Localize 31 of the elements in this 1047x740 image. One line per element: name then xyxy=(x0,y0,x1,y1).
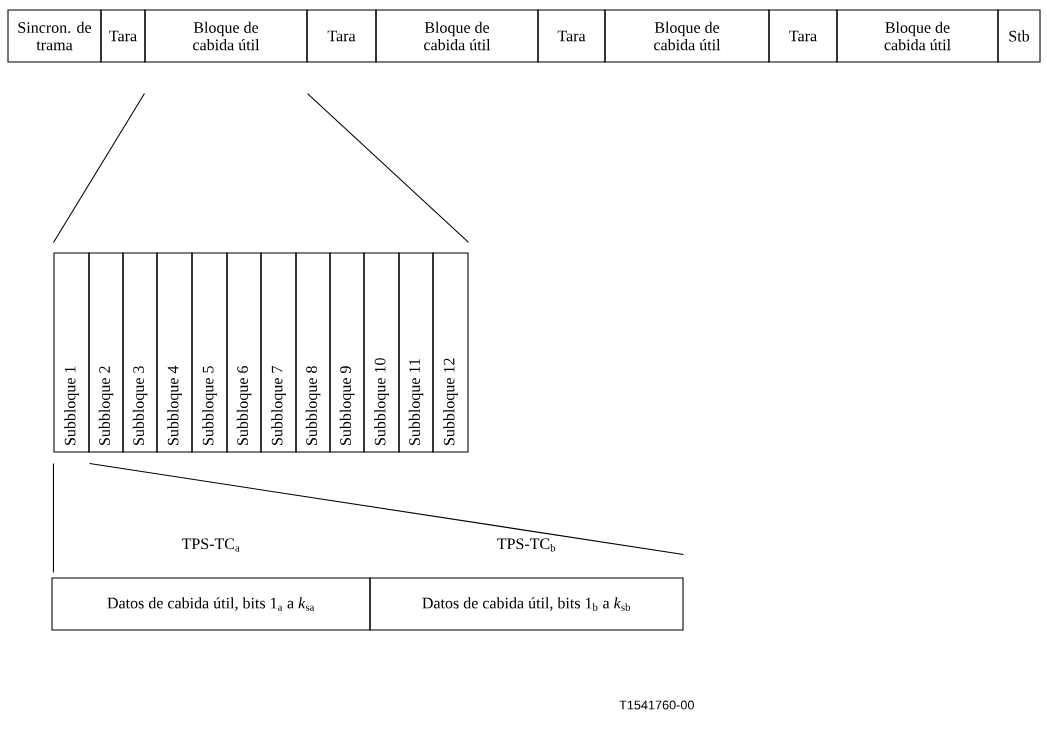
frame-cell: Stb xyxy=(997,9,1041,63)
data-cell: Datos de cabida útil, bits 1$_{b}$ a k$_{sb}$ xyxy=(369,577,684,631)
frame-cell: Tara xyxy=(100,9,146,63)
data-cell: Datos de cabida útil, bits 1$_{a}$ a k$_{sa}$ xyxy=(51,577,371,631)
subblock-cell: Subbloque 2 xyxy=(88,252,124,453)
heading: TPS-TC$_{b}$ xyxy=(497,538,556,552)
frame-cell: Tara xyxy=(768,9,838,63)
subblock-cell: Subbloque 4 xyxy=(156,252,193,453)
frame-cell: Bloque de cabida útil xyxy=(604,9,770,63)
subblock-cell: Subbloque 11 xyxy=(398,252,434,453)
subblock-cell: Subbloque 10 xyxy=(363,252,400,453)
heading: TPS-TC$_{a}$ xyxy=(181,538,240,552)
frame-cell: Bloque de cabida útil xyxy=(375,9,539,63)
subblock-cell: Subbloque 1 xyxy=(53,252,90,453)
expansion-line xyxy=(52,93,145,243)
frame-cell: Tara xyxy=(306,9,377,63)
frame-cell: Bloque de cabida útil xyxy=(836,9,999,63)
subblock-cell: Subbloque 12 xyxy=(432,252,469,453)
subblock-cell: Subbloque 7 xyxy=(260,252,297,453)
subblock-cell: Subbloque 8 xyxy=(295,252,331,453)
expansion-line xyxy=(52,463,54,573)
subblock-cell: Subbloque 9 xyxy=(329,252,365,453)
subblock-cell: Subbloque 6 xyxy=(226,252,262,453)
figure-number: T1541760-00 xyxy=(619,700,694,710)
expansion-line xyxy=(307,93,470,243)
frame-cell: Sincron. de trama xyxy=(7,9,102,63)
frame-cell: Tara xyxy=(537,9,606,63)
subblock-cell: Subbloque 5 xyxy=(191,252,228,453)
frame-cell: Bloque de cabida útil xyxy=(144,9,308,63)
expansion-line xyxy=(89,463,685,555)
subblock-cell: Subbloque 3 xyxy=(122,252,158,453)
